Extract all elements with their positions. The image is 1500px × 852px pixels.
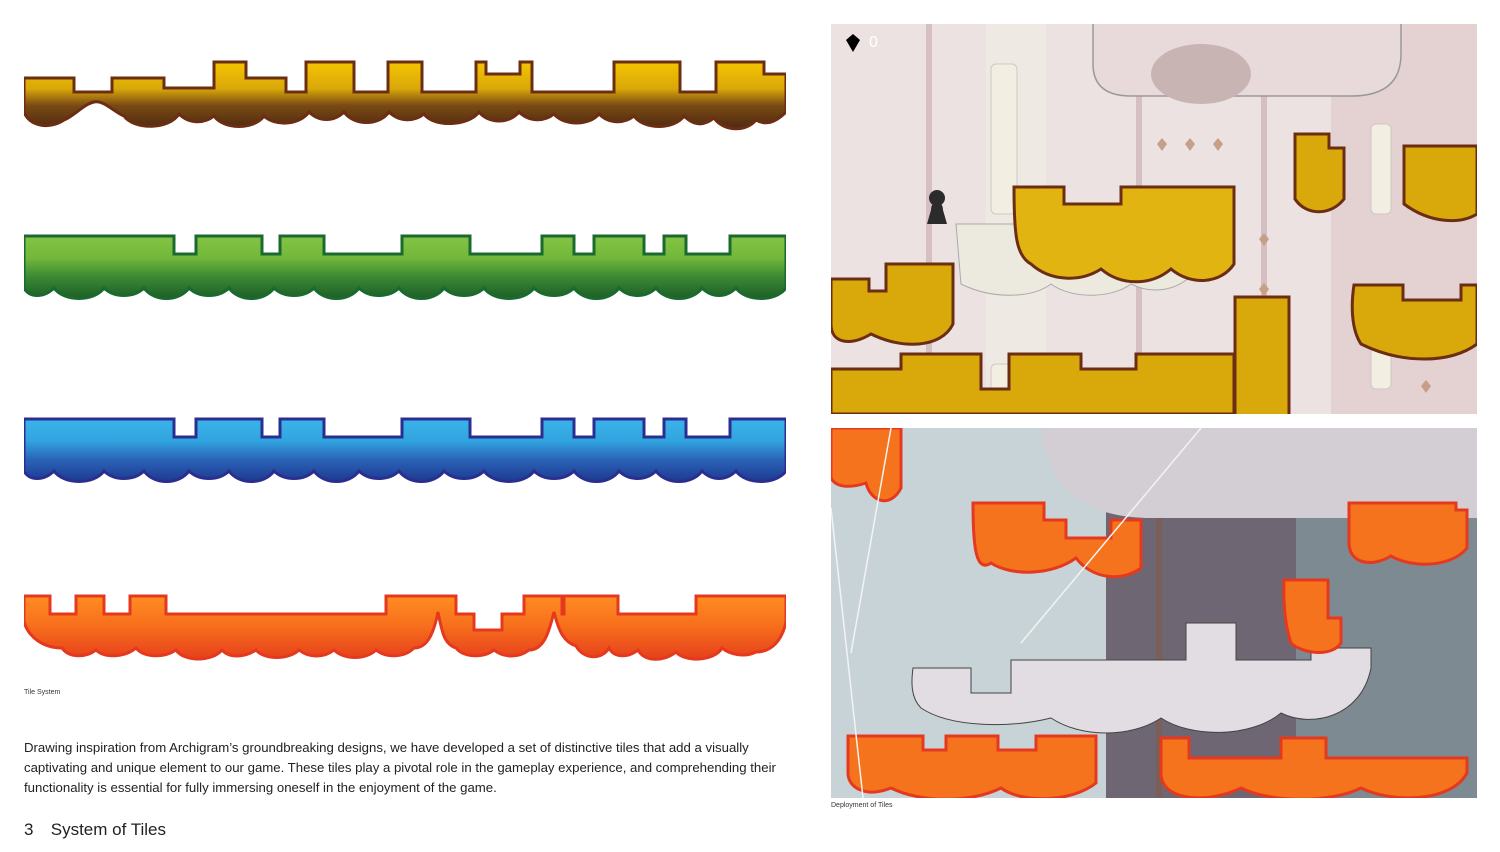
tile-system-caption: Tile System — [24, 689, 61, 696]
game-screenshot-yellow: 0 — [831, 24, 1477, 414]
blue-tile-strip — [24, 415, 786, 487]
section-heading: 3 System of Tiles — [24, 820, 166, 840]
body-paragraph: Drawing inspiration from Archigram’s gro… — [24, 740, 776, 795]
gem-icon — [846, 34, 860, 52]
game-screenshot-orange — [831, 428, 1477, 798]
deployment-caption: Deployment of Tiles — [831, 802, 893, 809]
gem-counter: 0 — [869, 34, 878, 51]
section-title: System of Tiles — [50, 820, 166, 839]
yellow-tile-strip — [24, 60, 786, 132]
green-tile-strip — [24, 232, 786, 304]
orange-tile-strip — [24, 592, 786, 664]
hud: 0 — [845, 34, 878, 52]
section-number: 3 — [24, 820, 34, 839]
